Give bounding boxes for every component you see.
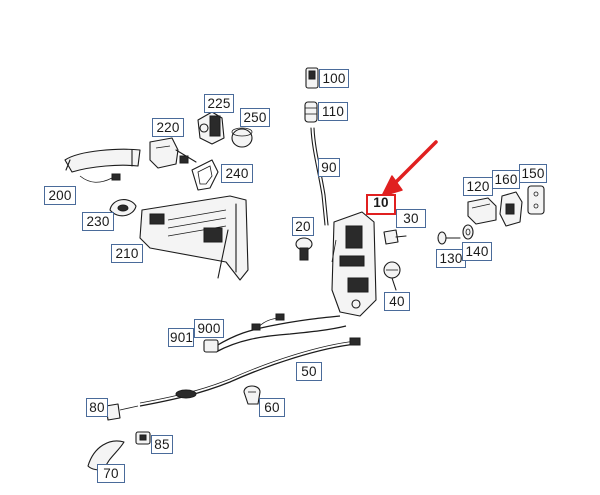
part-160-striker [499, 191, 523, 227]
callout-50[interactable]: 50 [296, 362, 322, 381]
callout-80[interactable]: 80 [86, 398, 108, 417]
callout-901[interactable]: 901 [168, 328, 194, 347]
callout-20[interactable]: 20 [292, 217, 314, 236]
part-30-bolt [383, 229, 407, 245]
callout-150[interactable]: 150 [519, 164, 547, 183]
part-120-bracket [467, 197, 497, 225]
part-70-handle-cover [87, 440, 125, 471]
part-50-bowden-cable [139, 337, 361, 407]
callout-60[interactable]: 60 [259, 398, 285, 417]
callout-30[interactable]: 30 [396, 209, 426, 228]
callout-130[interactable]: 130 [436, 249, 466, 268]
part-130-screw [437, 231, 461, 245]
callout-85[interactable]: 85 [151, 435, 173, 454]
pointer-arrow-icon [381, 140, 438, 197]
callout-40[interactable]: 40 [384, 292, 410, 311]
callout-110[interactable]: 110 [318, 102, 348, 121]
callout-120[interactable]: 120 [463, 177, 493, 196]
callout-250[interactable]: 250 [240, 108, 270, 127]
part-10-door-lock [331, 211, 377, 317]
part-900-wiring-harness [203, 313, 347, 353]
part-230-cover-cap [109, 199, 137, 217]
callout-225[interactable]: 225 [204, 94, 234, 113]
callout-90[interactable]: 90 [318, 158, 340, 177]
callout-210[interactable]: 210 [111, 244, 143, 263]
callout-140[interactable]: 140 [462, 242, 492, 261]
callout-230[interactable]: 230 [82, 212, 114, 231]
callout-900[interactable]: 900 [194, 319, 224, 338]
part-140-washer [462, 224, 474, 240]
part-225-handle-bracket [197, 111, 225, 145]
callout-10[interactable]: 10 [366, 194, 396, 215]
part-100-clip [305, 67, 319, 89]
part-85-clip [135, 431, 151, 445]
callout-240[interactable]: 240 [221, 164, 253, 183]
part-20-screw [295, 237, 313, 261]
part-60-clip [243, 385, 261, 405]
part-40-screw [383, 261, 401, 291]
part-250-cap [231, 127, 253, 148]
callout-220[interactable]: 220 [152, 118, 184, 137]
callout-70[interactable]: 70 [97, 464, 125, 483]
part-240-gasket [191, 159, 219, 191]
callout-200[interactable]: 200 [44, 186, 76, 205]
part-110-bushing [304, 101, 318, 123]
callout-100[interactable]: 100 [319, 69, 349, 88]
part-80-clip [105, 403, 139, 421]
part-200-door-handle [64, 148, 141, 183]
callout-160[interactable]: 160 [492, 170, 520, 189]
part-150-plate [527, 185, 545, 215]
part-220-lock-cylinder [149, 137, 197, 169]
part-210-handle-carrier [139, 195, 249, 281]
